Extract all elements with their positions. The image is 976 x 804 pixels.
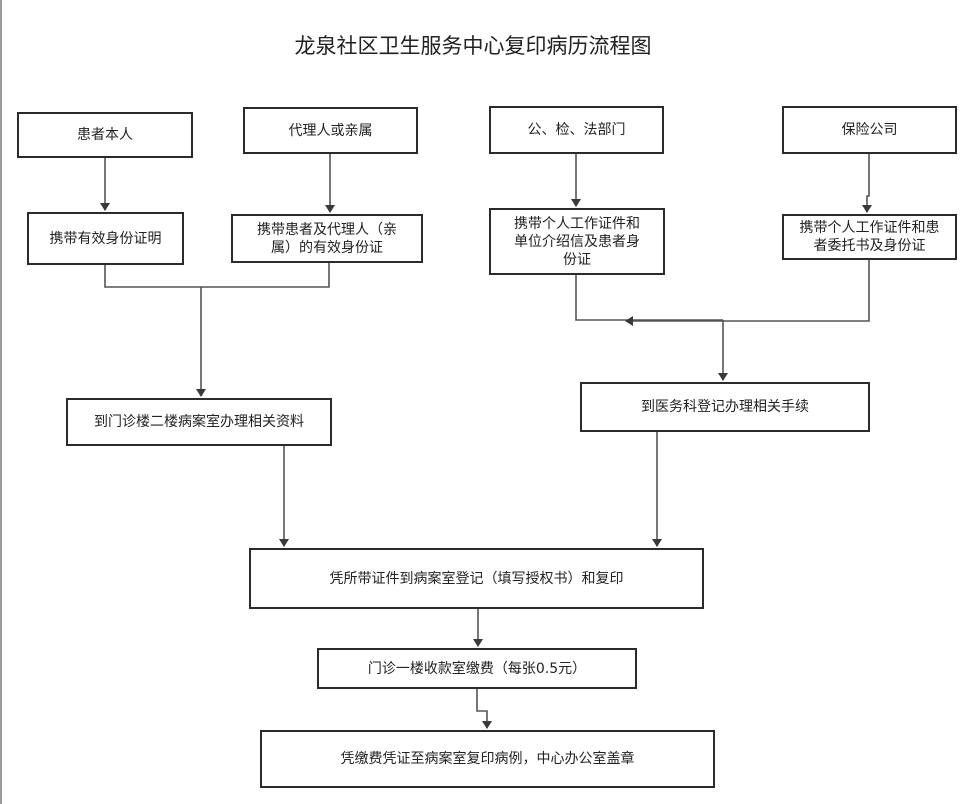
connector-left-merge — [104, 263, 330, 288]
node-agent-id-label: 携带患者及代理人（亲属）的有效身份证 — [257, 221, 397, 256]
node-agent-relative-label: 代理人或亲属 — [288, 122, 373, 139]
node-payment-label: 门诊一楼收款室缴费（每张0.5元） — [367, 660, 587, 677]
node-insurance-docs: 携带个人工作证件和患者委托书及身份证 — [782, 214, 957, 260]
node-patient-self-label: 患者本人 — [77, 127, 133, 143]
node-agent-id: 携带患者及代理人（亲属）的有效身份证 — [231, 214, 423, 263]
node-insurance-docs-label: 携带个人工作证件和患者委托书及身份证 — [799, 220, 940, 254]
node-register-copy: 凭所带证件到病案室登记（填写授权书）和复印 — [249, 548, 704, 609]
node-public-docs-label: 携带个人工作证件和单位介绍信及患者身份证 — [514, 215, 640, 268]
node-final-copy: 凭缴费凭证至病案室复印病例，中心办公室盖章 — [260, 730, 715, 788]
node-medical-affairs-label: 到医务科登记办理相关手续 — [641, 399, 809, 415]
node-public-security-label: 公、检、法部门 — [527, 122, 626, 138]
arrow-payment-to-final — [476, 689, 492, 729]
node-register-copy-label: 凭所带证件到病案室登记（填写授权书）和复印 — [329, 570, 624, 587]
node-medical-affairs: 到医务科登记办理相关手续 — [580, 382, 870, 432]
arrow-insurance-to-docs — [862, 154, 872, 213]
node-insurance-company-label: 保险公司 — [841, 122, 898, 138]
node-payment: 门诊一楼收款室缴费（每张0.5元） — [317, 648, 637, 689]
node-public-security: 公、检、法部门 — [489, 106, 664, 154]
node-agent-relative: 代理人或亲属 — [243, 107, 418, 154]
node-patient-self: 患者本人 — [17, 112, 193, 158]
page-title: 龙泉社区卫生服务中心复印病历流程图 — [294, 34, 652, 58]
node-records-room-materials: 到门诊楼二楼病案室办理相关资料 — [66, 398, 332, 446]
node-public-docs: 携带个人工作证件和单位介绍信及患者身份证 — [489, 208, 665, 275]
connector-right-merge-left — [575, 275, 723, 321]
node-final-copy-label: 凭缴费凭证至病案室复印病例，中心办公室盖章 — [340, 751, 635, 767]
node-insurance-company: 保险公司 — [782, 106, 957, 154]
node-records-room-materials-label: 到门诊楼二楼病案室办理相关资料 — [94, 414, 304, 430]
connector-right-merge-right — [625, 260, 870, 326]
node-patient-id-label: 携带有效身份证明 — [49, 230, 162, 247]
node-patient-id: 携带有效身份证明 — [27, 212, 184, 265]
window-left-edge — [0, 0, 2, 804]
